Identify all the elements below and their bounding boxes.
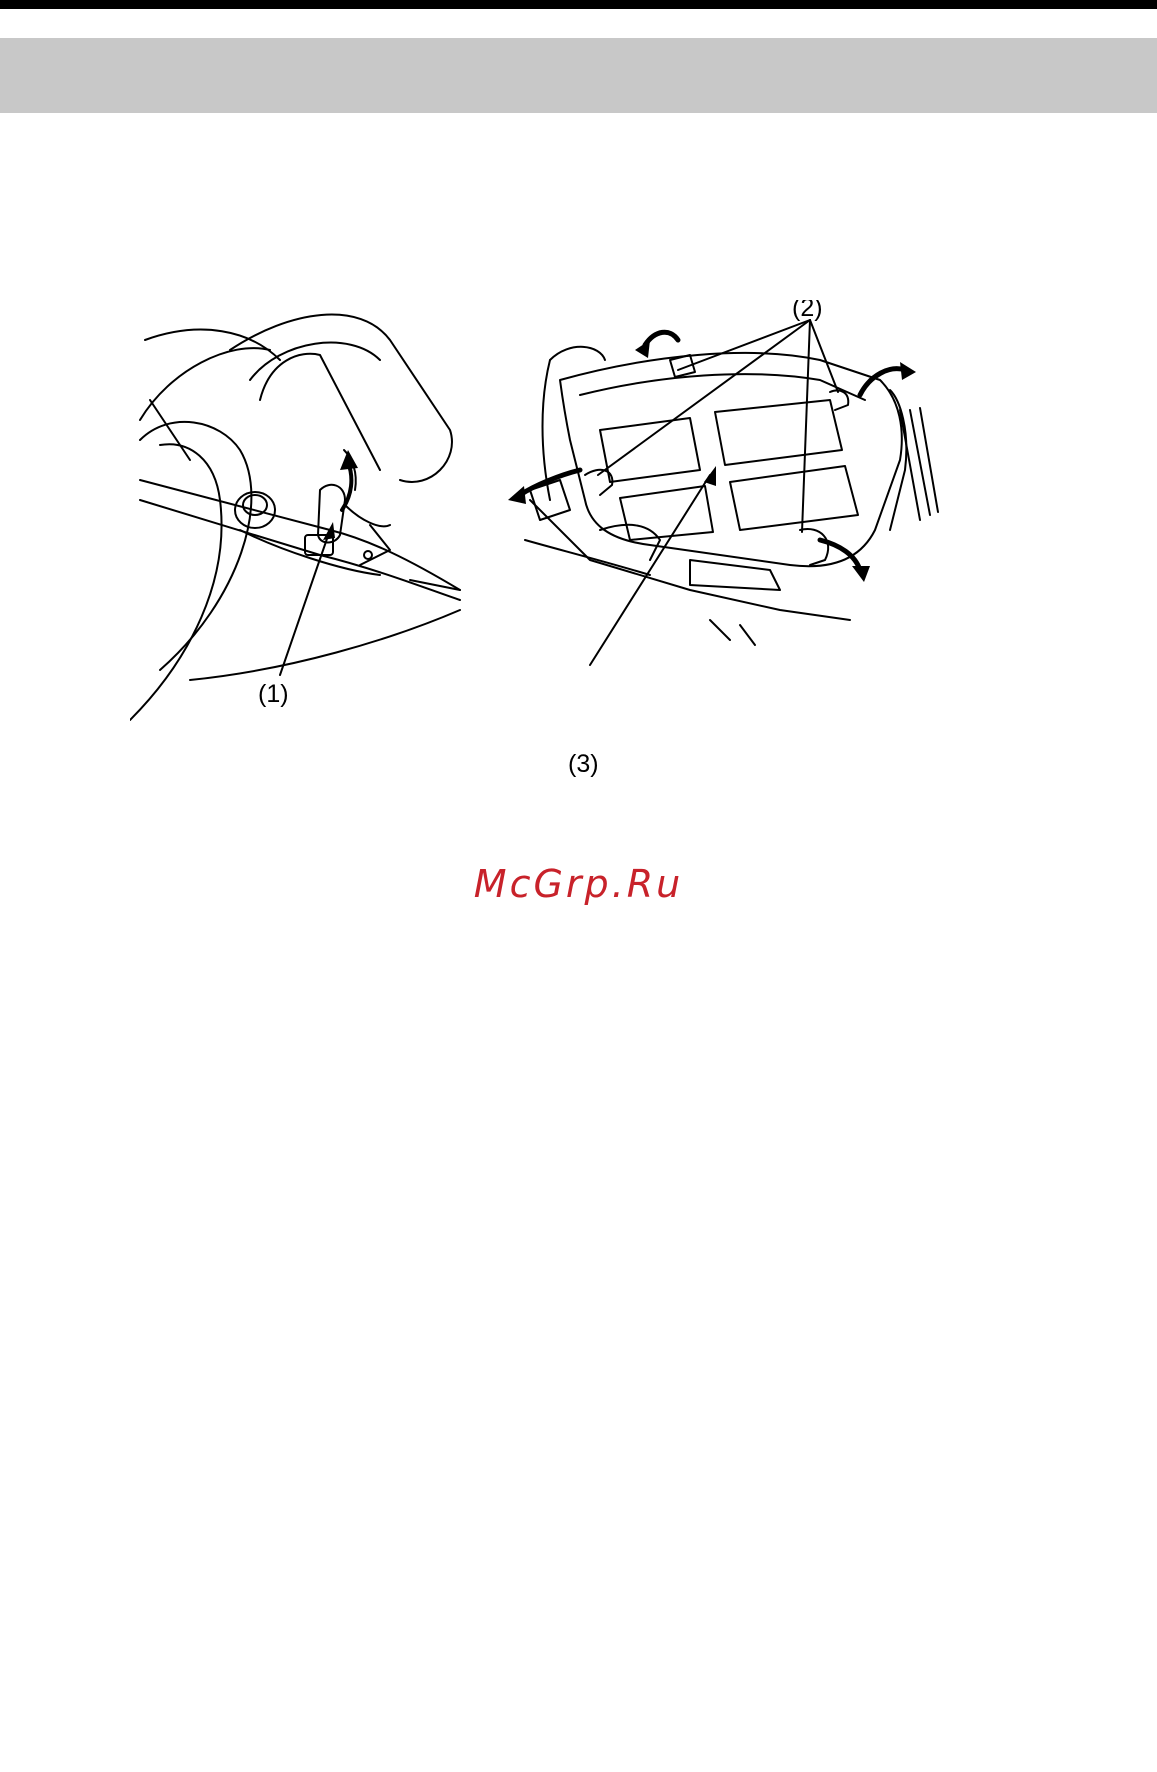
callout-2: (2) <box>792 300 823 322</box>
leader-2a <box>678 320 810 370</box>
callout-1: (1) <box>258 680 289 708</box>
top-rule <box>0 0 1157 9</box>
header-band <box>0 38 1157 113</box>
callout-3: (3) <box>568 750 599 778</box>
watermark: McGrp.Ru <box>0 862 1157 906</box>
disassembly-figure: (1) (2) (3) <box>130 300 1010 790</box>
line-drawing: (1) (2) (3) <box>130 300 1010 790</box>
lift-arrowhead <box>340 450 358 470</box>
leader-3 <box>590 475 710 665</box>
leader-2c <box>598 320 810 475</box>
right-illustration <box>525 347 938 645</box>
leader-2d <box>802 320 810 532</box>
left-illustration <box>130 315 460 720</box>
